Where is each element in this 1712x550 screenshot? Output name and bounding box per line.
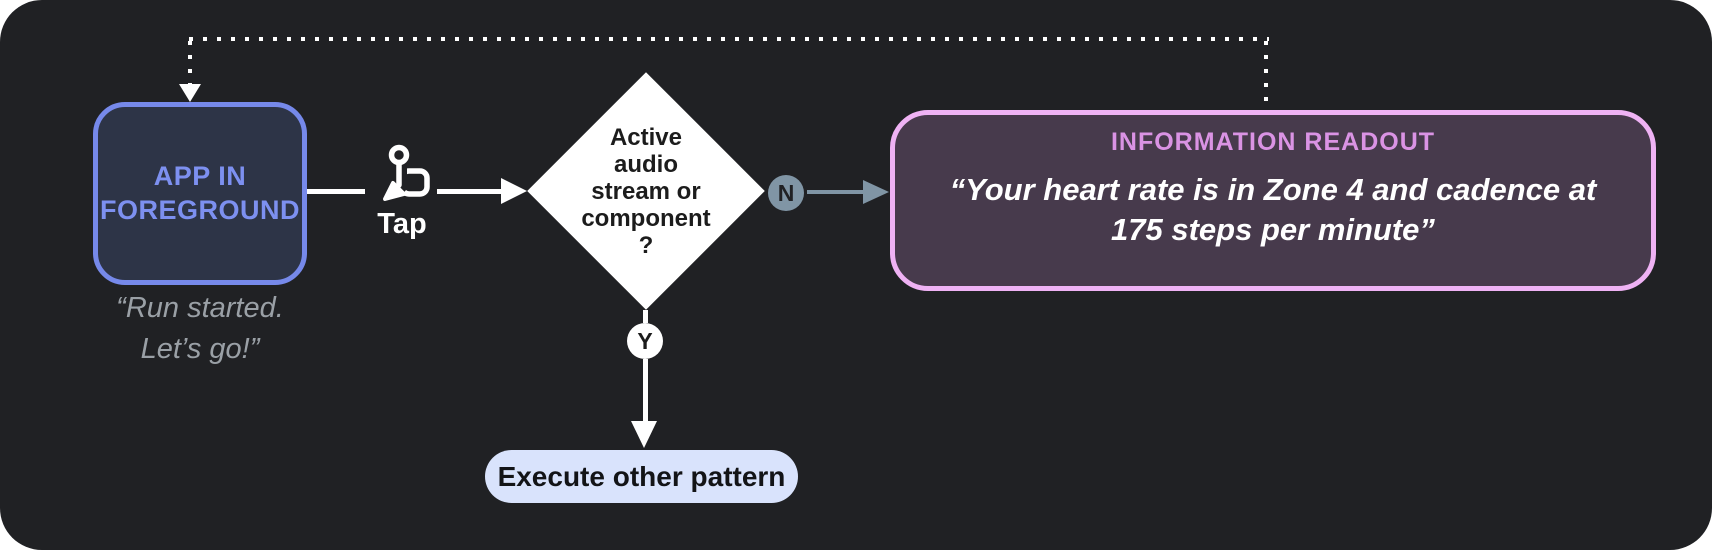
no-branch-label: N <box>777 179 795 206</box>
yes-branch-badge: Y <box>627 323 663 359</box>
dotted-return-arrowhead-icon <box>179 84 201 102</box>
app-node-label: APP IN FOREGROUND <box>100 160 300 225</box>
yes-branch-stub <box>643 310 648 323</box>
arrow-no-to-readout-head-icon <box>863 180 889 204</box>
readout-title: INFORMATION READOUT <box>1110 128 1436 156</box>
decision-label: Active audio stream or component ? <box>581 124 711 259</box>
arrow-no-to-readout <box>807 190 865 194</box>
information-readout-node: INFORMATION READOUT “Your heart rate is … <box>890 110 1656 291</box>
arrow-yes-to-action <box>643 359 648 423</box>
app-in-foreground-node: APP IN FOREGROUND <box>93 102 307 285</box>
yes-branch-label: Y <box>637 327 653 354</box>
tap-step: Tap <box>356 144 448 241</box>
arrow-yes-to-action-head-icon <box>631 421 657 448</box>
arrow-app-to-tap <box>307 189 365 194</box>
action-label: Execute other pattern <box>497 460 786 492</box>
dotted-return-connector-left <box>188 41 192 85</box>
dotted-return-connector-right <box>1264 41 1268 105</box>
app-node-caption: “Run started. Let’s go!” <box>116 292 284 365</box>
dotted-return-connector-horizontal <box>189 37 1269 41</box>
no-branch-badge: N <box>768 175 804 211</box>
execute-other-pattern-node: Execute other pattern <box>485 450 798 503</box>
arrow-tap-to-decision <box>437 189 501 194</box>
readout-quote: “Your heart rate is in Zone 4 and cadenc… <box>949 172 1597 247</box>
tap-label: Tap <box>377 208 427 240</box>
arrow-tap-to-decision-head-icon <box>501 178 527 204</box>
tap-gesture-icon <box>383 144 430 202</box>
